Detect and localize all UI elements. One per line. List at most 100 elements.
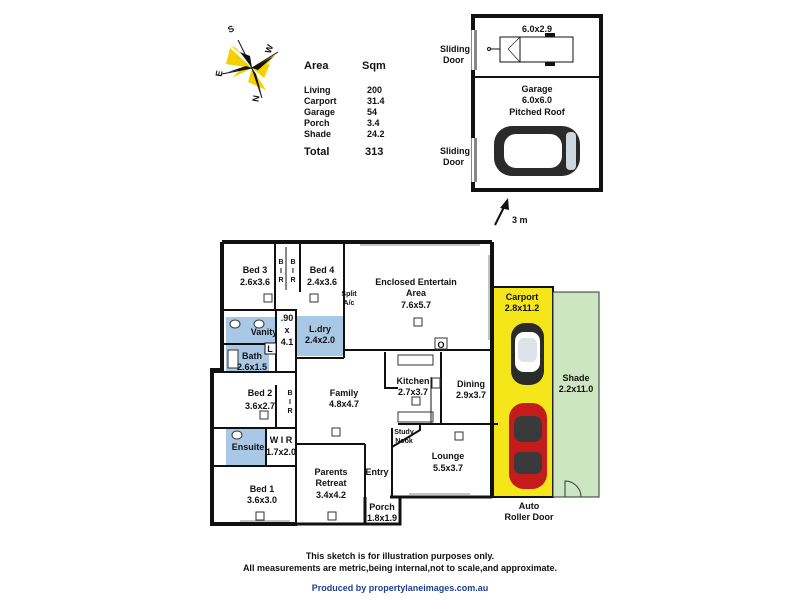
hall-dim: x xyxy=(284,325,289,335)
area-row-label: Carport xyxy=(304,96,337,106)
family-dim: 4.8x4.7 xyxy=(329,399,359,409)
shade-area xyxy=(552,291,600,498)
bed1-dim: 3.6x3.0 xyxy=(247,495,277,505)
garage-dim: 6.0x6.0 xyxy=(522,95,552,105)
carport-name: Carport xyxy=(506,292,539,302)
split-ac-label: A/c xyxy=(344,300,355,307)
lounge-name: Lounge xyxy=(432,451,465,461)
entertain-name: Area xyxy=(406,288,427,298)
bath-dim: 2.6x1.5 xyxy=(237,362,267,372)
house-walls xyxy=(210,240,498,526)
porch-dim: 1.8x1.9 xyxy=(367,513,397,523)
bir-letter: B xyxy=(290,259,295,266)
area-row-label: Shade xyxy=(304,129,331,139)
kitchen-name: Kitchen xyxy=(396,376,429,386)
hall-dim: .90 xyxy=(281,313,294,323)
area-header: Area xyxy=(304,60,329,72)
dining-name: Dining xyxy=(457,379,485,389)
wir-name: W I R xyxy=(270,435,293,445)
area-row-value: 200 xyxy=(367,85,382,95)
hall-dim: 4.1 xyxy=(281,337,294,347)
auto-door-label: Auto xyxy=(519,501,540,511)
compass-n: N xyxy=(251,94,262,102)
entry-name: Entry xyxy=(365,467,388,477)
area-row-value: 24.2 xyxy=(367,129,385,139)
area-row-label: Living xyxy=(304,85,331,95)
garage-structure xyxy=(471,14,603,192)
entertain-dim: 7.6x5.7 xyxy=(401,300,431,310)
l-mark-box xyxy=(264,342,277,355)
bed4-name: Bed 4 xyxy=(310,265,335,275)
laundry-area xyxy=(297,316,343,356)
bed3-name: Bed 3 xyxy=(243,265,268,275)
shade-name: Shade xyxy=(562,373,589,383)
area-row-value: 54 xyxy=(367,107,377,117)
sliding-door-label: Sliding xyxy=(440,44,470,54)
sqm-header: Sqm xyxy=(362,60,386,72)
disclaimer-line2: All measurements are metric,being intern… xyxy=(243,563,557,573)
bed4-dim: 2.4x3.6 xyxy=(307,277,337,287)
trailer-dim: 6.0x2.9 xyxy=(522,24,552,34)
garage-car-icon xyxy=(494,126,580,176)
compass-s: S xyxy=(226,23,235,34)
area-row-label: Porch xyxy=(304,118,330,128)
window-lines xyxy=(240,244,490,522)
carport-dim: 2.8x11.2 xyxy=(505,303,540,313)
porch-name: Porch xyxy=(369,502,395,512)
bed1-name: Bed 1 xyxy=(250,484,275,494)
laundry-dim: 2.4x2.0 xyxy=(305,335,335,345)
bathroom-fixtures xyxy=(227,319,265,440)
bir-letter: R xyxy=(278,277,283,284)
bed3-dim: 2.6x3.6 xyxy=(240,277,270,287)
area-row-value: 31.4 xyxy=(367,96,385,106)
split-ac-label: Split xyxy=(341,291,357,298)
red-car-icon xyxy=(509,403,547,489)
sliding-door-label: Sliding xyxy=(440,146,470,156)
bir-letter: I xyxy=(292,268,294,275)
sliding-door-label: Door xyxy=(443,157,464,167)
bir-letter: B xyxy=(287,390,292,397)
disclaimer-line1: This sketch is for illustration purposes… xyxy=(306,551,494,561)
bir-letter: R xyxy=(290,277,295,284)
study-nook-label: Nook xyxy=(395,438,413,445)
compass-w-right: W xyxy=(263,43,275,55)
l-mark: L xyxy=(267,344,273,354)
kitchen-fixtures xyxy=(397,337,448,423)
area-total-label: Total xyxy=(304,146,329,158)
door-swing xyxy=(564,480,582,498)
arrow-icon xyxy=(494,198,509,226)
entertain-name: Enclosed Entertain xyxy=(375,277,457,287)
light-fixtures xyxy=(255,293,464,521)
parents-name: Parents xyxy=(314,467,347,477)
compass-e: E xyxy=(214,70,225,78)
sliding-door-label: Door xyxy=(443,55,464,65)
laundry-name: L.dry xyxy=(309,324,331,334)
bir-letter: I xyxy=(280,268,282,275)
family-name: Family xyxy=(330,388,359,398)
garage-name: Garage xyxy=(521,84,552,94)
vanity-label: Vanity xyxy=(251,327,278,337)
bir-letter: B xyxy=(278,259,283,266)
bir-letter: I xyxy=(289,399,291,406)
credit-line: Produced by propertylaneimages.com.au xyxy=(312,583,489,593)
garage-distance: 3 m xyxy=(512,215,528,225)
garage-roof: Pitched Roof xyxy=(509,107,566,117)
parents-name: Retreat xyxy=(315,478,346,488)
white-car-icon xyxy=(511,323,544,385)
lounge-dim: 5.5x3.7 xyxy=(433,463,463,473)
parents-dim: 3.4x4.2 xyxy=(316,490,346,500)
bed2-dim: 3.6x2.7 xyxy=(245,401,275,411)
area-row-value: 3.4 xyxy=(367,118,380,128)
compass-icon xyxy=(221,39,279,99)
bed2-name: Bed 2 xyxy=(248,388,273,398)
area-row-label: Garage xyxy=(304,107,335,117)
bath-name: Bath xyxy=(242,351,262,361)
study-nook-label: Study xyxy=(394,429,414,436)
o-mark: O xyxy=(437,340,444,350)
dining-dim: 2.9x3.7 xyxy=(456,390,486,400)
shade-dim: 2.2x11.0 xyxy=(559,384,594,394)
auto-door-label: Roller Door xyxy=(504,512,554,522)
trailer-icon xyxy=(487,33,574,66)
